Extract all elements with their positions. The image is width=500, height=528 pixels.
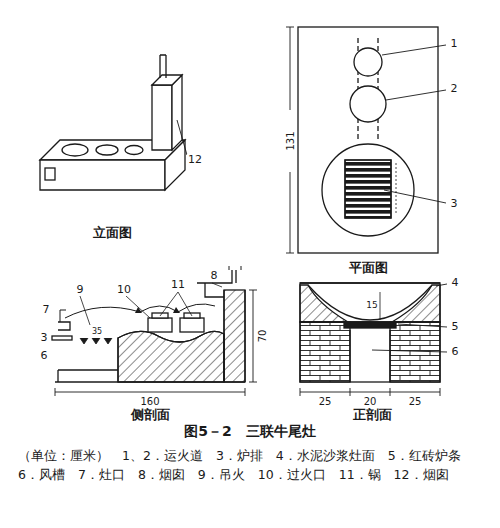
view-title: 平面图	[348, 261, 389, 275]
callout-number: 3	[450, 198, 459, 210]
callout-number: 2	[450, 83, 459, 95]
dimension: 15	[365, 301, 378, 311]
callout-number: 6	[451, 346, 460, 358]
callout-number: 12	[187, 154, 203, 166]
view-title: 立面图	[92, 226, 133, 240]
callout-number: 6	[40, 350, 49, 362]
dimension: 25	[318, 396, 333, 407]
dimension: 131	[285, 130, 296, 151]
view-title: 正剖面	[352, 408, 393, 422]
callout-number: 5	[451, 321, 460, 333]
dimension: 70	[257, 329, 268, 344]
view-title: 侧剖面	[130, 408, 171, 422]
callout-number: 10	[116, 284, 132, 296]
figure-caption: 图5－2 三联牛尾灶	[184, 424, 315, 439]
dimension: 20	[363, 396, 378, 407]
elevation-view	[40, 55, 187, 190]
callout-number: 4	[451, 277, 460, 289]
callout-number: 8	[210, 270, 219, 282]
units-legend-note: （单位：厘米） 1、2．运火道 3．炉排 4．水泥沙浆灶面 5．红砖炉条 6．风…	[18, 446, 484, 485]
dimension: 25	[408, 396, 423, 407]
callout-number: 7	[42, 304, 51, 316]
side-section	[52, 266, 257, 396]
dimension: 35	[91, 328, 103, 337]
callout-number: 1	[450, 38, 459, 50]
dimension: 160	[139, 396, 160, 407]
plan-view	[286, 27, 446, 253]
callout-number: 11	[170, 279, 186, 291]
callout-number: 3	[40, 332, 49, 344]
callout-number: 9	[76, 284, 85, 296]
front-section	[300, 283, 447, 396]
